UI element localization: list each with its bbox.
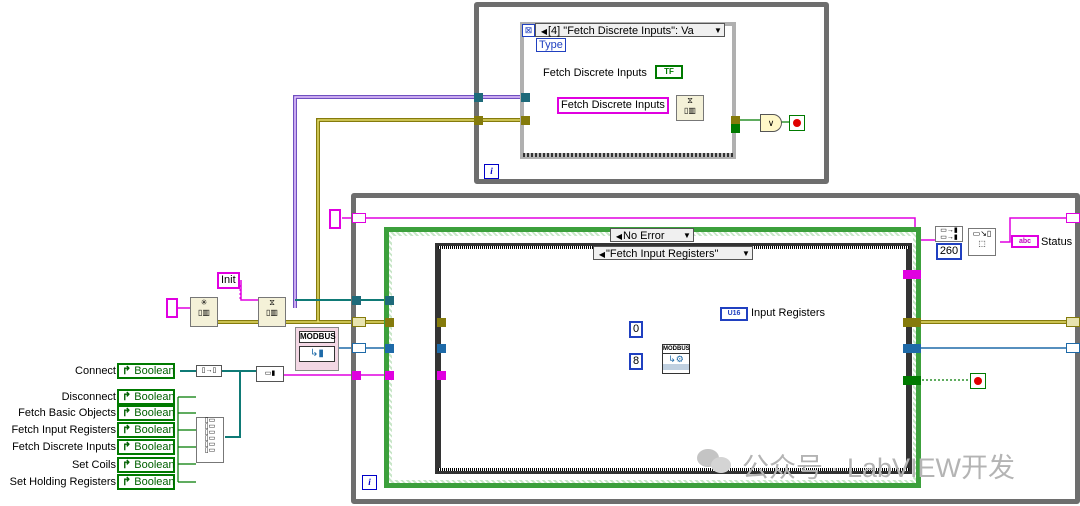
set-holding-registers-label: Set Holding Registers bbox=[9, 476, 116, 488]
or-function-icon[interactable]: ∨ bbox=[760, 114, 782, 132]
quantity-constant[interactable]: 8 bbox=[629, 353, 643, 370]
status-type-label: abc bbox=[1018, 238, 1032, 245]
top-tunnel-left bbox=[474, 93, 483, 102]
error-next-icon[interactable]: ▼ bbox=[683, 231, 691, 240]
input-registers-label: Input Registers bbox=[751, 307, 825, 319]
shift-register-left-ref bbox=[352, 343, 366, 353]
case-tunnel-pink-in bbox=[437, 371, 446, 380]
create-error-vi[interactable]: ✳▯▥ bbox=[190, 297, 218, 327]
error-prev-icon[interactable]: ◀ bbox=[615, 232, 623, 241]
status-string-indicator[interactable]: abc bbox=[1011, 235, 1039, 248]
modbus-master-vi[interactable]: MODBUS ↳▮ bbox=[295, 327, 339, 371]
inner-case-selector[interactable]: ◀"Fetch Input Registers" ▼ bbox=[593, 246, 753, 260]
shift-register-left-enum bbox=[352, 213, 366, 223]
top-case-stripe bbox=[523, 153, 733, 157]
fetch-basic-objects-label: Fetch Basic Objects bbox=[18, 407, 116, 419]
read-registers-modbus-label: MODBUS bbox=[663, 345, 690, 354]
fetch-input-registers-control[interactable]: ↱ Boolean bbox=[117, 422, 175, 438]
shift-register-right-error bbox=[1066, 317, 1080, 327]
modbus-master-label: MODBUS bbox=[299, 331, 336, 343]
prev-case-icon[interactable]: ◀ bbox=[540, 27, 548, 36]
type-label: Type bbox=[536, 38, 566, 52]
status-code-constant[interactable]: 260 bbox=[936, 243, 962, 260]
read-input-registers-vi[interactable]: MODBUS ↳⚙ bbox=[662, 344, 690, 374]
top-case-selector-label: [4] "Fetch Discrete Inputs": Va bbox=[548, 25, 694, 37]
disconnect-label: Disconnect bbox=[61, 391, 116, 403]
outer-tunnel-ref-out bbox=[912, 344, 921, 353]
boolean-to-number-icon[interactable]: ▯→▯ bbox=[196, 365, 222, 377]
case-tunnel-enum-out bbox=[903, 270, 912, 279]
outer-tunnel-bool-out bbox=[912, 376, 921, 385]
stop-condition-icon[interactable] bbox=[789, 115, 805, 131]
outer-tunnel-error-out bbox=[912, 318, 921, 327]
case-tunnel-pink-in-outer bbox=[385, 371, 394, 380]
watermark: 公众号 · LabVIEW开发 bbox=[742, 453, 1016, 483]
top-loop-iteration-terminal: i bbox=[484, 164, 499, 179]
top-tunnel-error bbox=[474, 116, 483, 125]
inner-case-stripe-bottom bbox=[438, 468, 909, 471]
case-tunnel-error-in bbox=[437, 318, 446, 327]
inner-case-label: "Fetch Input Registers" bbox=[606, 248, 719, 260]
error-case-selector[interactable]: ◀No Error ▼ bbox=[610, 228, 694, 242]
case-tunnel-ref-in-outer bbox=[385, 344, 394, 353]
case-tunnel-ref-in bbox=[437, 344, 446, 353]
case-tunnel-bool-out bbox=[903, 376, 912, 385]
init-constant[interactable]: Init bbox=[217, 272, 240, 289]
status-label: Status bbox=[1041, 236, 1073, 248]
case-tunnel-bool bbox=[731, 124, 740, 133]
outer-tunnel-enum-out bbox=[912, 270, 921, 279]
fetch-basic-objects-control[interactable]: ↱ Boolean bbox=[117, 405, 175, 421]
top-enum-constant[interactable]: Fetch Discrete Inputs bbox=[557, 97, 669, 114]
case-tunnel-error-in-outer bbox=[385, 318, 394, 327]
bottom-loop-iteration-terminal: i bbox=[362, 475, 377, 490]
fetch-discrete-inputs-label: Fetch Discrete Inputs bbox=[12, 441, 116, 453]
case-selector-terminal-icon: ⊠ bbox=[522, 24, 535, 37]
shift-register-right-enum bbox=[1066, 213, 1080, 223]
bundle-vi[interactable]: ⧖▯▥ bbox=[258, 297, 286, 327]
case-tunnel-ref-out bbox=[903, 344, 912, 353]
case-tunnel-error bbox=[521, 116, 530, 125]
loop-tunnel-teal bbox=[352, 296, 361, 305]
set-holding-registers-control[interactable]: ↱ Boolean bbox=[117, 474, 175, 490]
set-coils-label: Set Coils bbox=[71, 459, 116, 471]
set-coils-control[interactable]: ↱ Boolean bbox=[117, 457, 175, 473]
enum-constant-loop[interactable] bbox=[329, 209, 341, 229]
connect-label: Connect bbox=[75, 365, 116, 377]
status-bundle-vi[interactable]: ▭→▮▭→▮ bbox=[935, 226, 963, 242]
top-case-selector[interactable]: ◀[4] "Fetch Discrete Inputs": Va ▼ bbox=[535, 23, 725, 37]
connect-selector-icon[interactable]: ▭▮ bbox=[256, 366, 284, 382]
fetch-discrete-inputs-control[interactable]: ↱ Boolean bbox=[117, 439, 175, 455]
shift-register-left-error bbox=[352, 317, 366, 327]
case-tunnel-teal-in-outer bbox=[385, 296, 394, 305]
inner-next-icon[interactable]: ▼ bbox=[742, 249, 750, 258]
bottom-stop-condition-icon[interactable] bbox=[970, 373, 986, 389]
case-tunnel-error-out bbox=[903, 318, 912, 327]
loop-tunnel-pink bbox=[352, 371, 361, 380]
case-tunnel-right bbox=[731, 116, 740, 125]
next-case-icon[interactable]: ▼ bbox=[714, 26, 722, 35]
case-tunnel-left bbox=[521, 93, 530, 102]
u16-array-indicator[interactable]: U16 bbox=[720, 307, 748, 321]
format-status-vi[interactable]: ▭↘▯⬚ bbox=[968, 228, 996, 256]
top-unbundle-vi[interactable]: ⧖▯▥ bbox=[676, 95, 704, 121]
start-address-constant[interactable]: 0 bbox=[629, 321, 643, 338]
top-bool-indicator-value: TF bbox=[664, 67, 674, 76]
u16-type-label: U16 bbox=[727, 310, 741, 317]
build-array-icon[interactable]: ▯▭▯▭▯▭▯▭▯▭▯▭ bbox=[196, 417, 224, 463]
shift-register-right-ref bbox=[1066, 343, 1080, 353]
top-bool-indicator[interactable]: TF bbox=[655, 65, 683, 79]
inner-prev-icon[interactable]: ◀ bbox=[598, 250, 606, 259]
enum-constant-left[interactable] bbox=[166, 298, 178, 318]
connect-control[interactable]: ↱ Boolean bbox=[117, 363, 175, 379]
disconnect-control[interactable]: ↱ Boolean bbox=[117, 389, 175, 405]
error-case-label: No Error bbox=[623, 230, 665, 242]
top-indicator-label: Fetch Discrete Inputs bbox=[543, 67, 647, 79]
wechat-icon bbox=[697, 447, 733, 477]
fetch-input-registers-label: Fetch Input Registers bbox=[11, 424, 116, 436]
